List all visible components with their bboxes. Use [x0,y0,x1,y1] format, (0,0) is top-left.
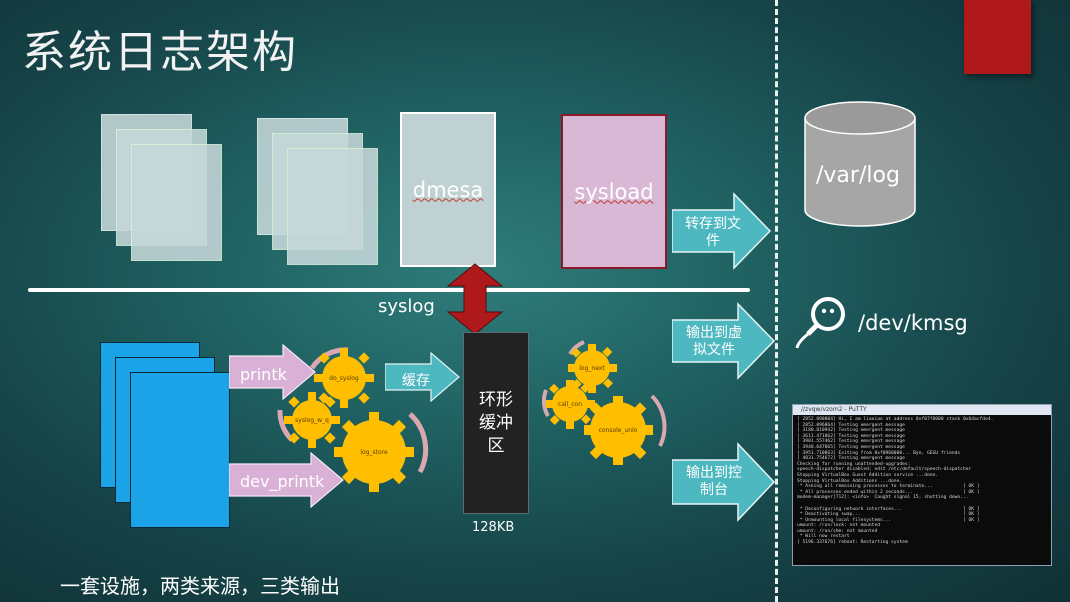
gears-left: do_syslog syslog_w_q log_store [277,347,429,492]
sysload-box: sysload [561,114,667,269]
footer-caption: 一套设施，两类来源，三类输出 [60,574,340,598]
console-output: [ 2852.090804] Hi, I am liaoiao at addre… [793,415,1051,548]
gear-label-g3: log_store [360,449,388,456]
dump-to-file-arrow [672,192,772,270]
ring-buffer: 环形 缓冲 区 [463,332,529,514]
gear-label-g4: log_next [579,365,605,372]
dev-kmsg-label: /dev/kmsg [858,311,968,335]
console-line: umount: /run/shm: not mounted [797,528,878,534]
double-arrow-icon [446,263,504,335]
dev-printk-arrow [229,452,344,508]
console-title-bar: //zvqw/vzom2 - PuTTY [793,405,1051,415]
console-line: [ 3611.471862] Testing emergent message [797,433,905,439]
console-line: speech-dispatcher disabled; edit /etc/de… [797,467,972,473]
console-line: [ 2852.090804] Hi, I am liaoiao at addre… [797,417,994,422]
source-stack-front [130,372,230,528]
gears-right: log_next call_con console_unlo [542,340,667,465]
sysload-label: sysload [574,179,654,204]
console-line: Checking for running unattended-upgrades… [797,461,911,467]
console-line: [ 3901.557462] Testing emergent message [797,439,905,445]
gear-label-g2: syslog_w_q [295,417,329,424]
var-log-label: /var/log [816,163,900,188]
red-corner-box [964,0,1031,74]
dmesa-label: dmesa [412,177,484,202]
console-line: Stopping VirtualBox Guest Addition servi… [797,472,939,478]
gear-label-g1: do_syslog [329,375,359,382]
console-line: umount: /run/lock: not mounted [797,523,880,529]
output-virtual-label: 输出到虚 拟文件 [686,325,742,358]
console-line: [ 2852.096064] Testing emergent message [797,422,905,428]
printk-label: printk [240,365,287,384]
ring-buffer-label: 环形 缓冲 区 [479,389,513,456]
divider-line [775,0,778,602]
cache-arrow [385,352,460,402]
syslog-boundary-line [28,288,750,292]
plug-icon [795,297,845,349]
gear-label-g5: call_con [558,401,582,408]
console-line: Stopping VirtualBox Additions ...done. [797,478,903,484]
console-line: * All processes ended within 2 seconds..… [799,489,980,495]
console-line: [ 3951.710863] Exiting from 0xf0960000..… [797,450,961,456]
console-line: [ 5196.337676] reboot: Restarting system [797,540,908,546]
gear-icon [334,412,414,492]
console-line: modem-manager[712]: <info> Caught signal… [797,495,969,501]
console-line: * Asking all remaining processes to term… [799,484,980,490]
doc-stack-2-front [287,148,378,265]
console-line: * Unmounting local filesystems... [ OK ] [799,517,980,523]
console-line: * Deactivating swap... [ OK ] [799,512,980,518]
console-line: [ 3180.810942] Testing emergent message [797,428,905,434]
dump-to-file-label: 转存到文 件 [685,216,741,249]
doc-stack-1-front [131,144,222,261]
output-virtual-arrow [672,302,776,380]
console-line: * Deconfiguring network interfaces... [ … [799,506,980,512]
page-title: 系统日志架构 [22,27,298,78]
printk-arrow [229,344,316,400]
console-line: [ 3948.647865] Testing emergent message [797,444,905,450]
output-console-arrow [672,442,776,522]
ring-size-label: 128KB [472,520,515,535]
console-line: [ 4031.754672] Testing emergent message [797,456,905,462]
dmesa-box: dmesa [400,112,496,267]
console-window: //zvqw/vzom2 - PuTTY [ 2852.090804] Hi, … [792,404,1052,566]
output-console-label: 输出到控 制台 [686,465,742,498]
dev-printk-label: dev_printk [240,472,325,491]
gear-label-g6: console_unlo [599,427,638,434]
console-line: * Will now restart [799,534,850,540]
var-log-cylinder [804,101,916,227]
syslog-label: syslog [378,296,435,317]
gear-icon [546,380,595,429]
cache-label: 缓存 [402,373,430,389]
